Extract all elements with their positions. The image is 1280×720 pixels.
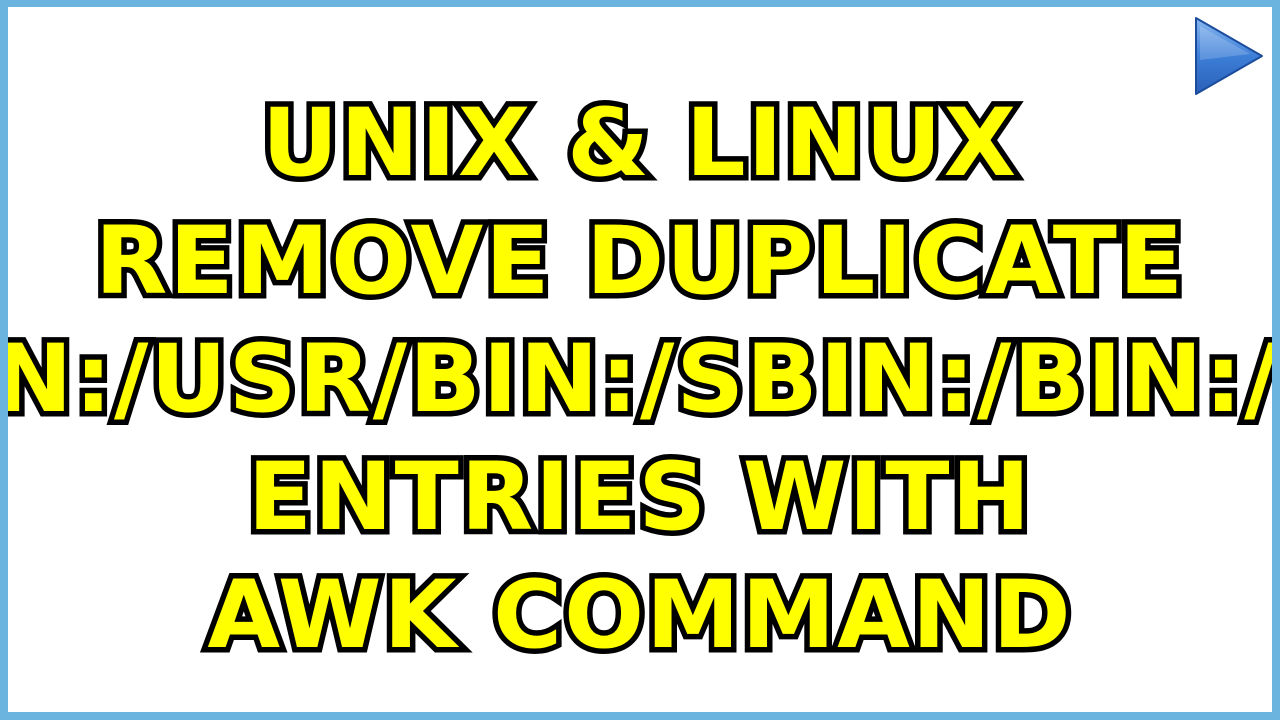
title-line-5: AWK COMMAND [202, 556, 1076, 676]
title: UNIX & LINUX REMOVE DUPLICATE /SBIN:/USR… [8, 84, 1272, 676]
title-line-2: REMOVE DUPLICATE [89, 202, 1188, 322]
title-line-1: UNIX & LINUX [256, 84, 1021, 204]
title-line-4: ENTRIES WITH [242, 438, 1035, 558]
play-icon[interactable] [1186, 10, 1266, 100]
title-line-3: /SBIN:/USR/BIN:/SBIN:/BIN:/USR [8, 320, 1272, 440]
thumbnail-canvas: UNIX & LINUX REMOVE DUPLICATE /SBIN:/USR… [8, 7, 1272, 712]
